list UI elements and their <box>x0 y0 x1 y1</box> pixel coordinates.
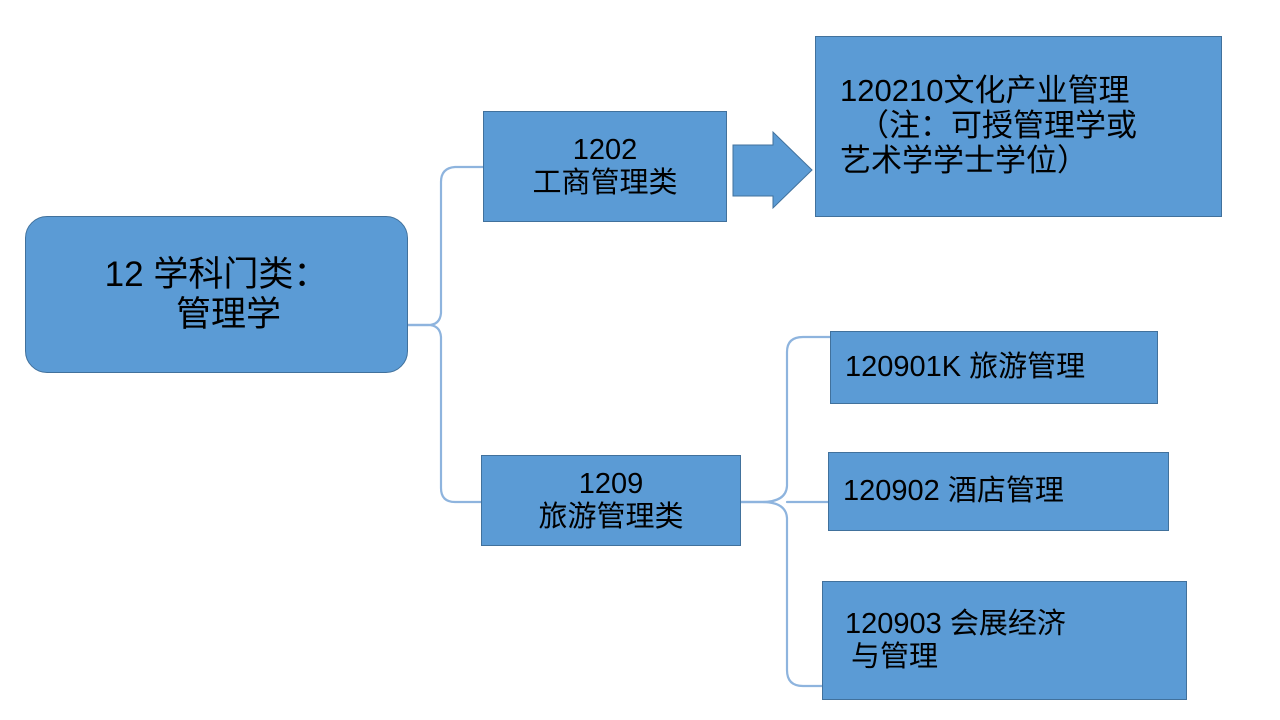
node-120902-line1: 120902 酒店管理 <box>843 475 1064 508</box>
node-branch-1209[interactable]: 1209 旅游管理类 <box>481 455 741 546</box>
branch-1209-to-leaves-brace <box>739 335 832 688</box>
node-leaf-120902[interactable]: 120902 酒店管理 <box>828 452 1169 531</box>
node-120210-line3: 艺术学学士学位） <box>840 142 1088 178</box>
branch-1202-to-120210-arrow <box>732 130 813 210</box>
node-branch-1202[interactable]: 1202 工商管理类 <box>483 111 727 222</box>
node-1209-code: 1209 <box>578 468 644 501</box>
node-120210-line2: （注：可授管理学或 <box>858 108 1137 144</box>
node-120901-line1: 120901K 旅游管理 <box>845 351 1086 384</box>
node-1202-name: 工商管理类 <box>532 166 678 199</box>
node-leaf-120903[interactable]: 120903 会展经济 与管理 <box>822 581 1187 700</box>
node-120903-line1: 120903 会展经济 <box>845 608 1066 641</box>
node-1202-code: 1202 <box>572 134 638 167</box>
node-120903-line2: 与管理 <box>851 640 939 673</box>
node-leaf-120901[interactable]: 120901K 旅游管理 <box>830 331 1158 404</box>
node-120210-line1: 120210文化产业管理 <box>840 73 1130 109</box>
node-root-line1: 12 学科门类： <box>104 255 329 295</box>
node-root-discipline-category[interactable]: 12 学科门类： 管理学 <box>25 216 408 373</box>
root-to-branches-brace <box>406 165 485 504</box>
node-root-line2: 管理学 <box>175 294 281 334</box>
node-leaf-120210[interactable]: 120210文化产业管理 （注：可授管理学或 艺术学学士学位） <box>815 36 1222 217</box>
node-1209-name: 旅游管理类 <box>538 500 684 533</box>
